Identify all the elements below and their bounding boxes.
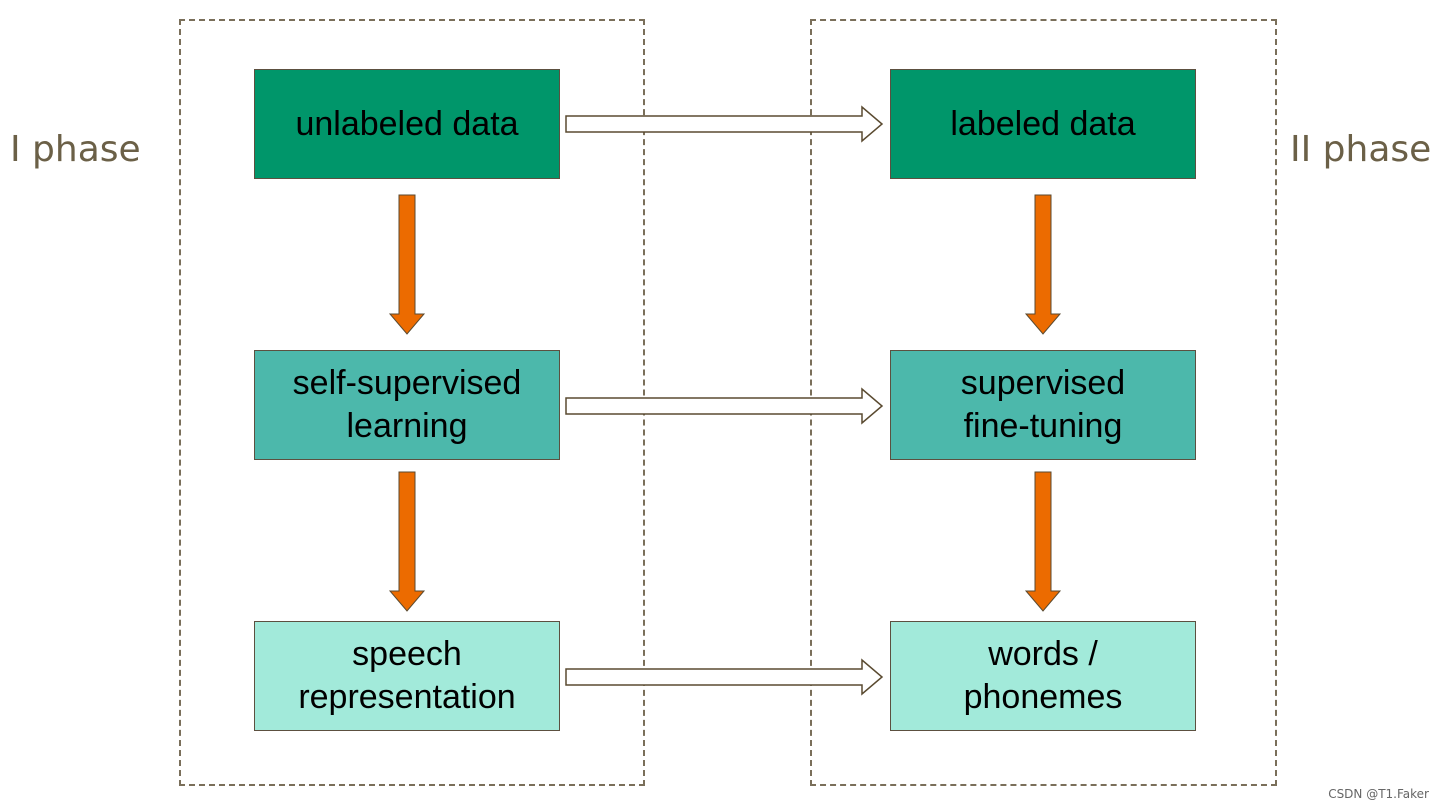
down-arrow-left-1 bbox=[388, 194, 426, 335]
sft-label-line2: fine-tuning bbox=[963, 407, 1123, 445]
speech-label-line2: representation bbox=[298, 678, 516, 716]
right-arrow-output bbox=[565, 658, 884, 696]
right-arrow-learning bbox=[565, 387, 884, 425]
words-phonemes-box: words / phonemes bbox=[890, 621, 1196, 731]
down-arrow-right-2 bbox=[1024, 471, 1062, 612]
down-arrow-left-2 bbox=[388, 471, 426, 612]
words-label-line1: words / bbox=[988, 635, 1098, 673]
supervised-fine-tuning-box: supervised fine-tuning bbox=[890, 350, 1196, 460]
ssl-label-line2: learning bbox=[346, 407, 468, 445]
labeled-data-box: labeled data bbox=[890, 69, 1196, 179]
phase-one-label: I phase bbox=[10, 129, 141, 170]
speech-label-line1: speech bbox=[352, 635, 462, 673]
self-supervised-learning-box: self-supervised learning bbox=[254, 350, 560, 460]
speech-representation-box: speech representation bbox=[254, 621, 560, 731]
ssl-label-line1: self-supervised bbox=[292, 364, 522, 402]
unlabeled-data-box: unlabeled data bbox=[254, 69, 560, 179]
down-arrow-right-1 bbox=[1024, 194, 1062, 335]
watermark-credit: CSDN @T1.Faker bbox=[1328, 787, 1429, 801]
unlabeled-data-label: unlabeled data bbox=[295, 104, 519, 143]
sft-label-line1: supervised bbox=[960, 364, 1126, 402]
labeled-data-label: labeled data bbox=[950, 104, 1136, 143]
phase-two-label: II phase bbox=[1290, 129, 1432, 170]
words-label-line2: phonemes bbox=[963, 678, 1123, 716]
right-arrow-data bbox=[565, 105, 884, 143]
